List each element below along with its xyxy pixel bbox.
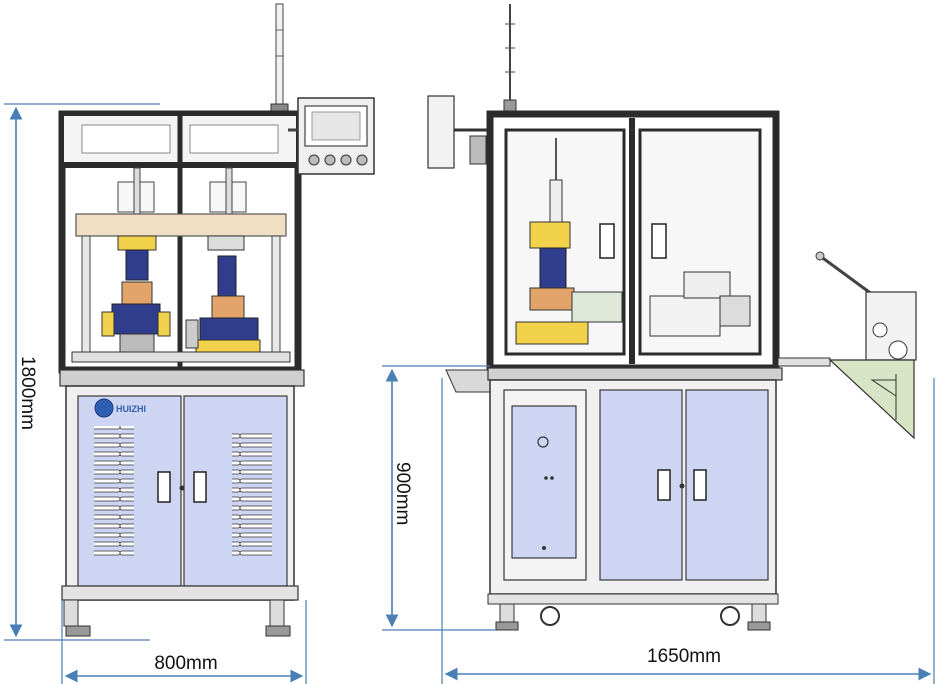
dimension-label-length-side: 1650mm: [647, 646, 721, 667]
handle-left[interactable]: [157, 471, 171, 503]
side-signal-tower: [503, 4, 517, 113]
dimension-label-width-front: 800mm: [154, 653, 217, 674]
wire-payoff-bracket: [777, 251, 917, 440]
front-tooling-left: [101, 235, 171, 353]
wood-plate: [75, 213, 287, 237]
dimension-length-side: 1650mm: [441, 378, 935, 684]
side-view: [427, 4, 917, 631]
handle-right[interactable]: [193, 471, 207, 503]
logo-text: HUIZHI: [116, 404, 146, 414]
front-cabinet: HUIZHI: [65, 385, 295, 601]
side-cabinet: [489, 379, 777, 595]
dimension-label-height-total: 1800mm: [17, 356, 38, 430]
front-tooling-right: [185, 235, 261, 353]
vent-grille-left: [94, 426, 134, 558]
dimension-width-front: 800mm: [61, 600, 307, 684]
front-view: HUIZHI: [58, 3, 375, 637]
side-electrical-panel[interactable]: [511, 405, 577, 559]
side-tooling: [515, 138, 751, 345]
signal-tower: [270, 3, 289, 115]
company-logo: HUIZHI: [94, 398, 146, 418]
front-upper-mechanism: [75, 167, 287, 237]
dimension-height-table: 900mm: [382, 365, 496, 631]
side-hmi: [427, 95, 488, 169]
dimension-height-total: 1800mm: [4, 103, 160, 641]
caster-left: [540, 606, 560, 626]
foot-right: [265, 625, 291, 637]
front-worktable: [59, 369, 305, 387]
dimension-label-height-table: 900mm: [392, 462, 413, 525]
caster-right: [720, 606, 740, 626]
hmi-screen: [288, 97, 375, 175]
foot-left: [65, 625, 91, 637]
side-worktable: [487, 367, 783, 381]
vent-grille-right: [232, 430, 272, 558]
